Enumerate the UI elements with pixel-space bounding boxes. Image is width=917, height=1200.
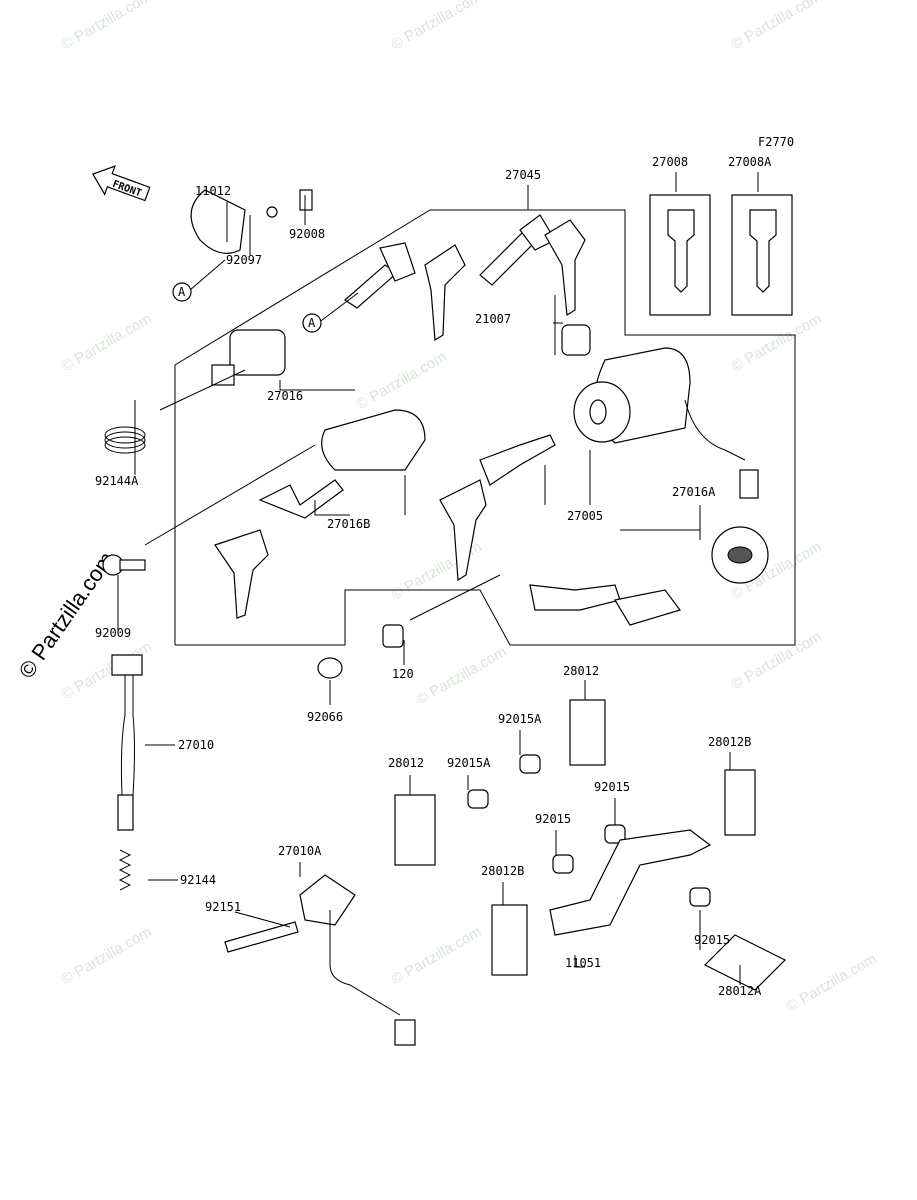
part-callout: 27016A [672,485,716,499]
keyset-frame [174,209,796,646]
reference-circle [172,282,192,302]
cylinder-21007 [561,324,591,356]
front-arrow-icon: FRONT [91,165,151,202]
part-callout: 27010 [178,738,214,752]
watermark: © Partzilla.com [59,923,155,988]
part-callout: 21007 [475,312,511,326]
watermark: © Partzilla.com [784,950,880,1015]
part-callout: 27010A [278,844,322,858]
part-callout: 92015A [498,712,542,726]
part-callout: 92097 [226,253,262,267]
watermark: © Partzilla.com [389,0,485,53]
part-callout: 92015A [447,756,491,770]
watermark: © Partzilla.com [729,0,825,53]
reference-circle [302,313,322,333]
seat-lock-27016b [321,409,426,471]
watermark: © Partzilla.com [729,310,825,375]
pad-28012 [569,699,606,766]
bracket-11051 [549,829,712,936]
part-callout: 92151 [205,900,241,914]
watermark: © Partzilla.com [729,628,825,693]
part-callout: 92015 [535,812,571,826]
key-icon [214,214,681,626]
bolt-92151 [224,921,299,953]
part-callout: 27008 [652,155,688,169]
part-callout: 27016 [267,389,303,403]
part-callout: 92015 [694,933,730,947]
part-callout: 27008A [728,155,772,169]
spring-92144a [104,426,146,444]
part-callout: 28012 [563,664,599,678]
part-callout: 27016B [327,517,370,531]
part-callout: 92144 [180,873,216,887]
watermark: © Partzilla.com [354,348,450,413]
switch-27010a [299,874,356,926]
plate-11012 [190,189,246,254]
part-callout: 11051 [565,956,601,970]
part-callout: 92009 [95,626,131,640]
watermark: © Partzilla.com [59,310,155,375]
part-callout: 120 [392,667,414,681]
part-callout: 28012B [481,864,524,878]
part-callout: 28012B [708,735,751,749]
part-callout: 28012A [718,984,762,998]
part-callout: 11012 [195,184,231,198]
part-callout: 92144A [95,474,139,488]
watermark: © Partzilla.com [414,643,510,708]
watermark: © Partzilla.com [59,0,155,53]
part-callout: A [308,316,316,330]
part-callout: 92008 [289,227,325,241]
watermark: © Partzilla.com [389,923,485,988]
part-callout: 92066 [307,710,343,724]
switch-27010 [111,654,143,676]
part-callout: 27045 [505,168,541,182]
figure-code: F2770 [758,135,794,149]
part-callout: A [178,285,186,299]
part-callout: 92015 [594,780,630,794]
lock-cylinder-27016 [229,329,286,376]
part-callout: 27005 [567,509,603,523]
part-callout: 28012 [388,756,424,770]
spring-92144 [118,849,132,891]
